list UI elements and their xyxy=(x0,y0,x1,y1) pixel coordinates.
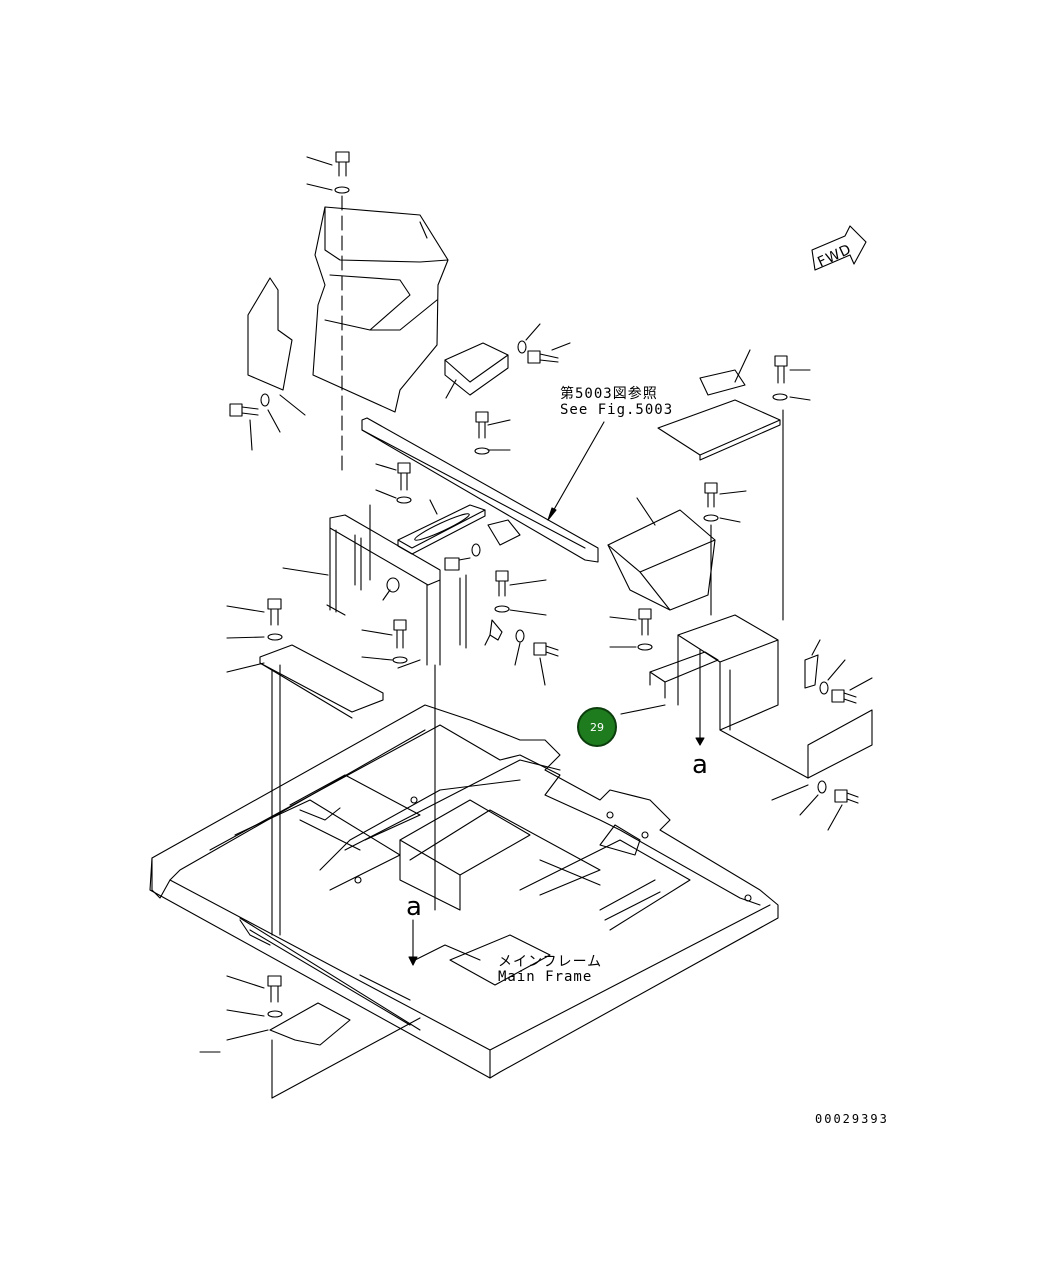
fwd-arrow-icon xyxy=(811,225,867,271)
bottom-cover xyxy=(199,975,421,1099)
upper-cover-assembly xyxy=(229,151,571,471)
main-frame xyxy=(149,664,779,1079)
connection-marker-a-right: a xyxy=(692,750,709,780)
connection-marker-a-left: a xyxy=(406,892,423,922)
main-frame-label-english: Main Frame xyxy=(498,969,593,985)
middle-frame-assembly xyxy=(282,411,605,686)
main-frame-label-japanese: メインフレーム xyxy=(498,954,603,970)
left-plate xyxy=(226,598,384,936)
part-callout-29[interactable]: 29 xyxy=(577,707,617,747)
figure-reference-japanese: 第5003図参照 xyxy=(560,386,658,402)
drawing-number: 00029393 xyxy=(815,1112,889,1126)
right-cover-assembly xyxy=(607,349,873,831)
figure-reference-english: See Fig.5003 xyxy=(560,402,674,418)
